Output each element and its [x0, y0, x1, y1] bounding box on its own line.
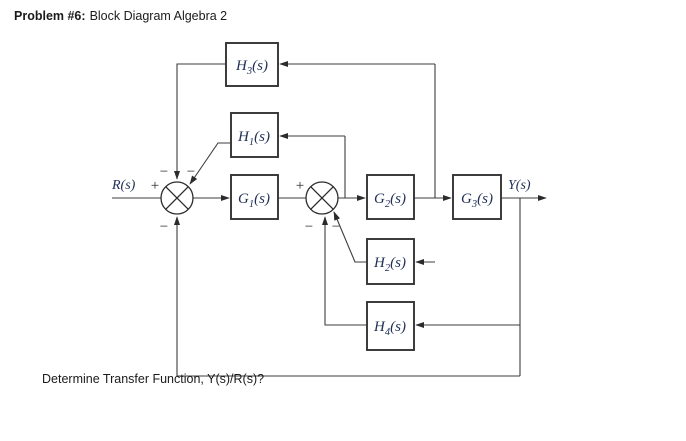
- problem-number-label: Problem #6:: [14, 9, 86, 23]
- block-H4: H4(s): [366, 301, 415, 351]
- page-title: Problem #6:Block Diagram Algebra 2: [14, 8, 227, 24]
- summing-junction-1-cross-b: [165, 186, 189, 210]
- sign-sum2-bottom-right-minus: −: [332, 219, 340, 235]
- block-H4-box: [366, 301, 415, 351]
- sign-sum1-top-left-minus: −: [160, 164, 168, 180]
- block-H1-box: [230, 112, 279, 158]
- block-H1-label: H1(s): [237, 129, 270, 148]
- block-H1: H1(s): [230, 112, 279, 158]
- block-H2: H2(s): [366, 238, 415, 285]
- wire-H3-output-to-sum1: [173, 63, 226, 180]
- block-G3: G3(s): [452, 174, 502, 220]
- block-H4-label: H4(s): [373, 319, 406, 338]
- sign-sum1-top-right-minus: −: [187, 164, 195, 180]
- junction-sign-labels: + − − − + − −: [151, 164, 340, 235]
- wire-H1-output-to-sum1: [189, 142, 231, 185]
- wire-H4-output-to-sum2: [321, 216, 367, 326]
- block-G3-label: G3(s): [461, 191, 493, 210]
- block-G2-label: G2(s): [374, 191, 406, 210]
- output-signal-label: Y(s): [508, 178, 531, 193]
- block-G3-box: [452, 174, 502, 220]
- sign-sum2-bottom-left-minus: −: [305, 219, 313, 235]
- input-signal-label: R(s): [111, 178, 136, 193]
- sign-sum2-input-plus: +: [296, 178, 304, 194]
- question-prompt: Determine Transfer Function, Y(s)/R(s)?: [42, 372, 265, 386]
- block-G2-box: [366, 174, 415, 220]
- summing-junction-2-cross-b: [310, 186, 334, 210]
- summing-junctions: [160, 181, 339, 215]
- wire-unity-feedback-to-sum1: [173, 216, 520, 377]
- problem-title-text: Block Diagram Algebra 2: [89, 9, 228, 23]
- block-H3: H3(s): [225, 42, 279, 87]
- block-G2: G2(s): [366, 174, 415, 220]
- block-H3-box: [225, 42, 279, 87]
- block-G1-box: [230, 174, 279, 220]
- wire-H2-output-to-sum2: [333, 211, 367, 263]
- sign-sum1-bottom-minus: −: [160, 219, 168, 235]
- block-G1: G1(s): [230, 174, 279, 220]
- transfer-function-blocks: H3(s) H1(s) G1(s) G2(s) G3(s): [225, 42, 502, 351]
- block-G1-label: G1(s): [238, 191, 270, 210]
- block-H2-label: H2(s): [373, 255, 406, 274]
- block-H3-label: H3(s): [235, 58, 268, 77]
- sign-sum1-input-plus: +: [151, 178, 159, 194]
- signal-wires: [112, 60, 547, 377]
- summing-junction-1: [160, 181, 194, 215]
- summing-junction-2: [305, 181, 339, 215]
- block-H2-box: [366, 238, 415, 285]
